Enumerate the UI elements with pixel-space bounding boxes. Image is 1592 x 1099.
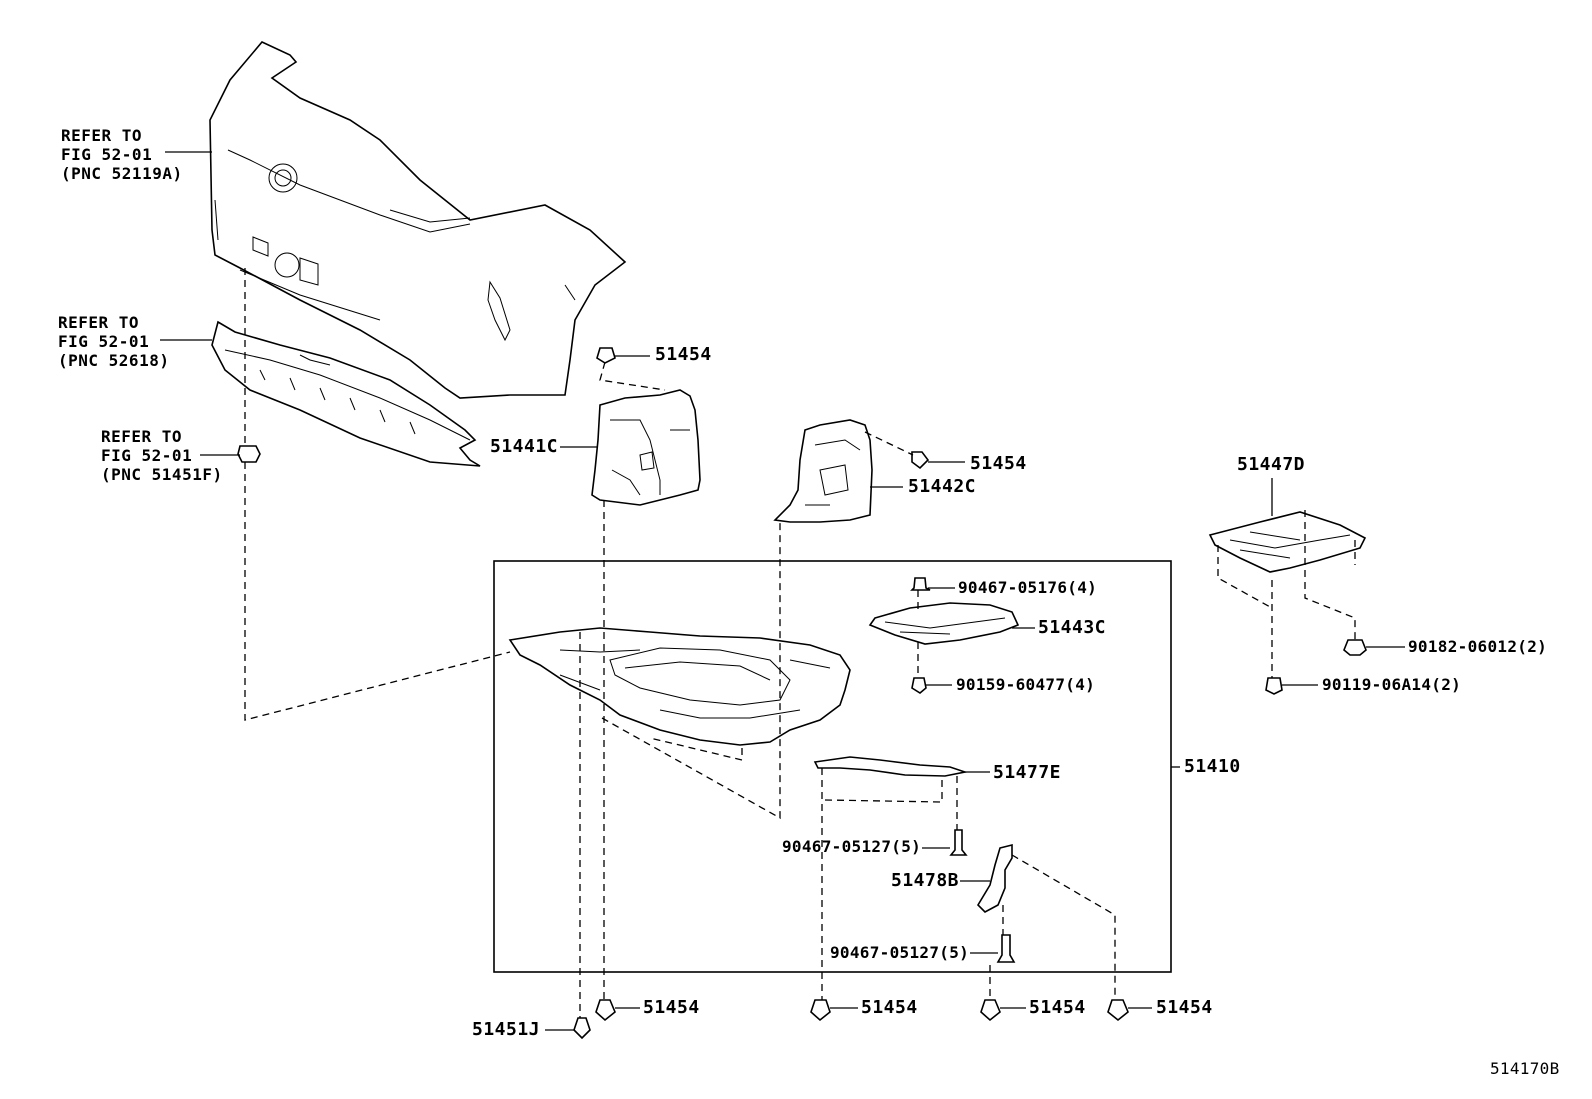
part-label-90467-05127-a[interactable]: 90467-05127(5)	[782, 837, 922, 856]
absorber-drawing	[211, 320, 481, 467]
clip-51454-top	[596, 347, 616, 364]
ref-line: (PNC 51451F)	[101, 465, 223, 484]
bracket-51477e-drawing	[813, 756, 969, 777]
ref-line: (PNC 52119A)	[61, 164, 183, 183]
part-label-51478b[interactable]: 51478B	[891, 870, 960, 891]
clip-51454-b4	[1107, 999, 1129, 1022]
part-label-90159-60477[interactable]: 90159-60477(4)	[956, 675, 1096, 694]
bolt-90467-05127-b	[996, 934, 1016, 963]
ref-note-retainer: REFER TO FIG 52-01 (PNC 51451F)	[101, 427, 223, 484]
nut-90467-05176	[910, 577, 931, 591]
clip-51454-b2	[810, 999, 831, 1022]
part-label-51454-mid[interactable]: 51454	[970, 453, 1027, 474]
part-label-51454-b4[interactable]: 51454	[1156, 997, 1213, 1018]
bolt-90159	[911, 677, 927, 694]
splash-shield-51442c-drawing	[773, 419, 873, 523]
figure-code: 514170B	[1490, 1059, 1560, 1078]
ref-line: REFER TO	[58, 313, 140, 332]
part-label-90467-05176[interactable]: 90467-05176(4)	[958, 578, 1098, 597]
part-label-90119-06a14[interactable]: 90119-06A14(2)	[1322, 675, 1462, 694]
retainer-clip-drawing	[237, 445, 261, 463]
ref-line: FIG 52-01	[101, 446, 193, 465]
engine-under-cover-drawing	[508, 627, 851, 746]
part-label-90182-06012[interactable]: 90182-06012(2)	[1408, 637, 1548, 656]
part-label-51447d[interactable]: 51447D	[1237, 454, 1306, 475]
part-label-51410[interactable]: 51410	[1184, 756, 1241, 777]
nut-90182	[1343, 639, 1367, 656]
clip-51454-mid	[911, 451, 930, 470]
bolt-90467-05127-a	[949, 829, 968, 856]
part-label-51451j[interactable]: 51451J	[472, 1019, 541, 1040]
clip-51454-b1	[595, 999, 616, 1022]
bracket-51478b-drawing	[976, 843, 1013, 913]
part-label-51442c[interactable]: 51442C	[908, 476, 977, 497]
part-label-51454-top[interactable]: 51454	[655, 344, 712, 365]
cover-51443c-drawing	[868, 602, 1020, 645]
clip-51454-b3	[980, 999, 1001, 1022]
part-label-51454-b1[interactable]: 51454	[643, 997, 700, 1018]
splash-shield-51441c-drawing	[591, 389, 701, 506]
bolt-90119	[1265, 677, 1283, 695]
part-label-51443c[interactable]: 51443C	[1038, 617, 1107, 638]
bumper-cover-drawing	[209, 41, 627, 399]
ref-note-absorber: REFER TO FIG 52-01 (PNC 52618)	[58, 313, 169, 370]
part-label-51454-b3[interactable]: 51454	[1029, 997, 1086, 1018]
installation-lines	[244, 268, 1356, 1018]
ref-note-bumper: REFER TO FIG 52-01 (PNC 52119A)	[61, 126, 183, 183]
ref-line: (PNC 52618)	[58, 351, 170, 370]
ref-line: FIG 52-01	[58, 332, 150, 351]
part-label-51477e[interactable]: 51477E	[993, 762, 1062, 783]
part-label-51441c[interactable]: 51441C	[490, 436, 559, 457]
part-label-90467-05127-b[interactable]: 90467-05127(5)	[830, 943, 970, 962]
fasteners	[573, 347, 1367, 1040]
ref-line: REFER TO	[101, 427, 183, 446]
screw-51451j	[573, 1017, 591, 1040]
leader-lines	[160, 151, 1405, 1031]
part-label-51454-b2[interactable]: 51454	[861, 997, 918, 1018]
ref-line: FIG 52-01	[61, 145, 153, 164]
ref-line: REFER TO	[61, 126, 143, 145]
cover-51447d-drawing	[1208, 511, 1367, 573]
